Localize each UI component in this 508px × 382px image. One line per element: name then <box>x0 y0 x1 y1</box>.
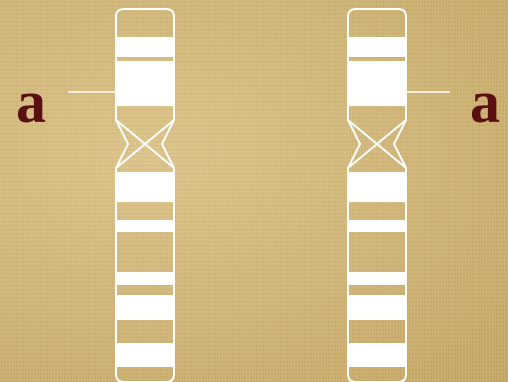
chromosome-band <box>116 37 174 57</box>
allele-label-left: a <box>16 72 46 132</box>
allele-label-right: a <box>470 72 500 132</box>
chromosome-band <box>116 295 174 320</box>
chromosome-band <box>348 220 406 232</box>
chromosome-band <box>348 172 406 202</box>
chromosome-band <box>348 343 406 367</box>
chromosome-left <box>116 9 174 382</box>
chromosome-band <box>116 220 174 232</box>
chromosome-band <box>116 61 174 78</box>
chromosome-band <box>348 272 406 285</box>
chromosome-right <box>348 9 406 382</box>
chromosome-band <box>348 37 406 57</box>
chromosome-band <box>116 343 174 367</box>
chromosome-band <box>348 61 406 78</box>
chromosome-band <box>116 172 174 202</box>
chromosome-band <box>348 78 406 106</box>
chromosome-band <box>116 272 174 285</box>
chromosome-band <box>116 78 174 106</box>
chromosome-band <box>348 295 406 320</box>
